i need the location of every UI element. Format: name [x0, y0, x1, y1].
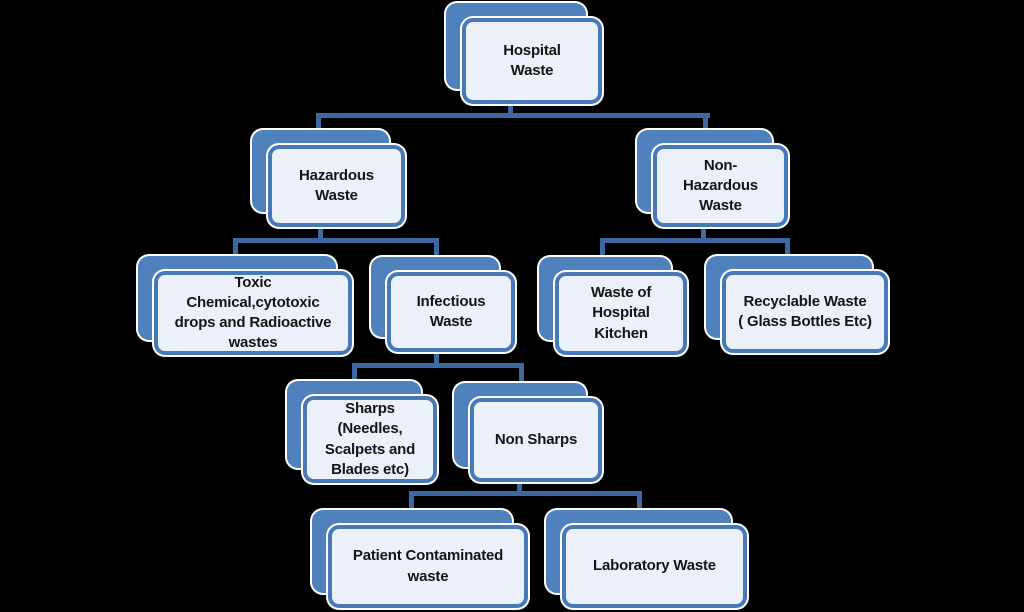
connector-line: [517, 478, 522, 495]
node-panel: Waste of Hospital Kitchen: [555, 272, 687, 355]
node-sharps: Sharps (Needles, Scalpets and Blades etc…: [287, 381, 437, 483]
node-label: Non- Hazardous Waste: [683, 156, 758, 215]
node-panel: Infectious Waste: [387, 272, 515, 352]
connector-line: [318, 222, 323, 242]
node-panel: Laboratory Waste: [562, 525, 747, 608]
node-non-hazardous-waste: Non- Hazardous Waste: [637, 130, 788, 227]
node-label: Recyclable Waste ( Glass Bottles Etc): [738, 292, 872, 330]
connector-line: [409, 491, 642, 496]
connector-line: [701, 222, 706, 242]
node-label: Toxic Chemical,cytotoxic drops and Radio…: [174, 273, 332, 352]
node-panel: Sharps (Needles, Scalpets and Blades etc…: [303, 396, 437, 483]
node-label: Infectious Waste: [416, 292, 486, 330]
node-non-sharps: Non Sharps: [454, 383, 602, 482]
connector-line: [508, 100, 513, 116]
node-label: Non Sharps: [494, 430, 578, 448]
node-hazardous-waste: Hazardous Waste: [252, 130, 405, 227]
node-panel: Hospital Waste: [462, 18, 602, 104]
node-toxic-chemical: Toxic Chemical,cytotoxic drops and Radio…: [138, 256, 352, 355]
node-label: Hospital Waste: [503, 41, 561, 79]
node-hospital-waste: Hospital Waste: [446, 3, 602, 104]
connector-line: [233, 238, 439, 243]
node-hospital-kitchen: Waste of Hospital Kitchen: [539, 257, 687, 355]
connector-line: [352, 363, 524, 368]
connector-line: [600, 238, 790, 243]
connector-line: [434, 345, 439, 367]
node-laboratory-waste: Laboratory Waste: [546, 510, 747, 608]
node-label: Hazardous Waste: [299, 166, 374, 204]
node-panel: Hazardous Waste: [268, 145, 405, 227]
node-label: Laboratory Waste: [593, 557, 716, 575]
node-recyclable-waste: Recyclable Waste ( Glass Bottles Etc): [706, 256, 888, 353]
connector-line: [316, 113, 710, 118]
node-panel: Recyclable Waste ( Glass Bottles Etc): [722, 271, 888, 353]
node-panel: Toxic Chemical,cytotoxic drops and Radio…: [154, 271, 352, 355]
node-label: Waste of Hospital Kitchen: [590, 284, 652, 342]
node-label: Sharps (Needles, Scalpets and Blades etc…: [324, 400, 416, 478]
node-label: Patient Contaminated waste: [352, 547, 504, 585]
node-panel: Non- Hazardous Waste: [653, 145, 788, 227]
node-panel: Non Sharps: [470, 398, 602, 482]
node-panel: Patient Contaminated waste: [328, 525, 528, 608]
node-infectious-waste: Infectious Waste: [371, 257, 515, 352]
node-patient-contaminated-waste: Patient Contaminated waste: [312, 510, 528, 608]
